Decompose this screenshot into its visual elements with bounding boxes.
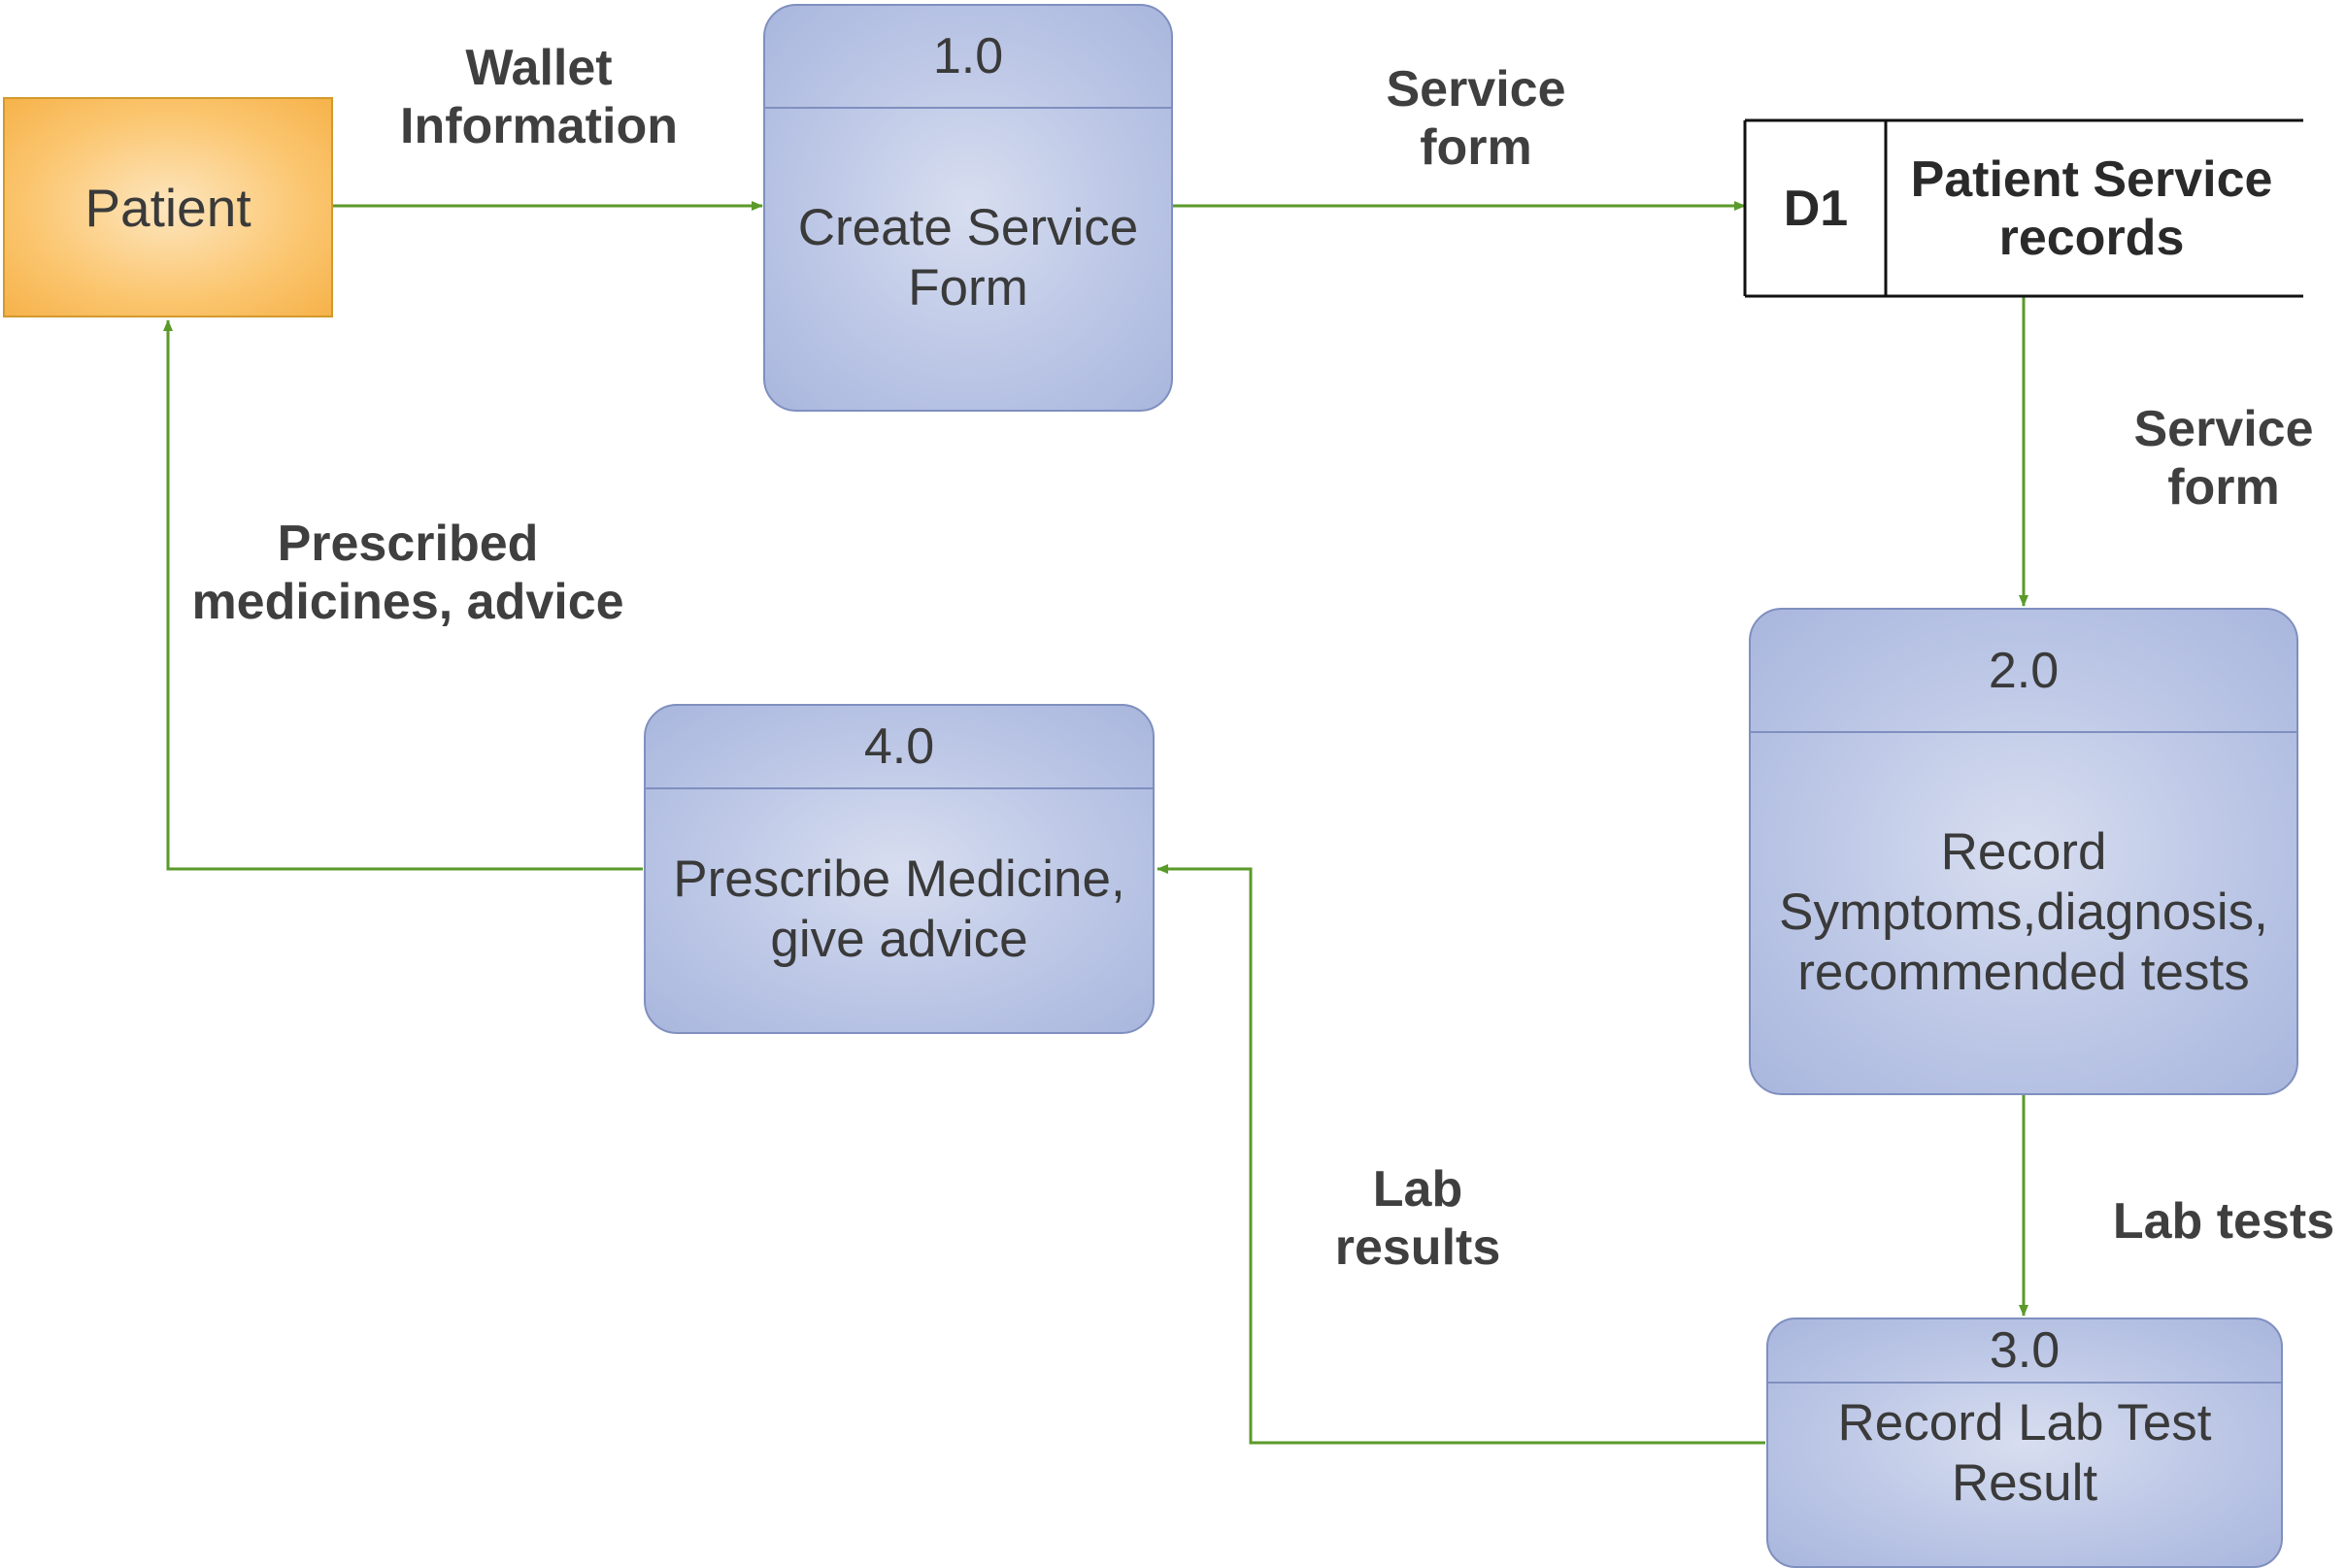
process-4: 4.0 Prescribe Medicine, give advice [644,704,1155,1034]
process-name: Prescribe Medicine, give advice [673,851,1125,968]
process-1: 1.0 Create Service Form [763,4,1173,412]
flow-arrow-prescribed-medicines [163,319,643,871]
process-id: 2.0 [1751,610,2296,733]
process-id: 4.0 [646,706,1153,789]
data-store-outline [1743,118,2303,298]
process-name: Create Service Form [797,199,1139,317]
flow-label-service-form-right: Service form [2133,401,2314,516]
flow-label-service-form-top: Service form [1386,61,1566,176]
process-3: 3.0 Record Lab Test Result [1766,1318,2283,1568]
process-name: Record Lab Test Result [1837,1394,2212,1512]
flow-label-lab-results: Lab results [1334,1161,1501,1276]
flow-label-lab-tests: Lab tests [2112,1193,2335,1250]
flow-label-wallet-information: Wallet Information [400,40,678,154]
process-2: 2.0 Record Symptoms,diagnosis, recommend… [1749,608,2298,1095]
data-store-id: D1 [1783,181,1849,237]
entity-label: Patient [84,177,251,238]
flow-arrow-lab-results [1156,864,1765,1445]
process-id: 3.0 [1768,1319,2281,1384]
process-name: Record Symptoms,diagnosis, recommended t… [1779,822,2268,1001]
flow-label-prescribed-medicines: Prescribed medicines, advice [191,516,624,630]
external-entity-patient: Patient [3,97,333,317]
data-store-name: Patient Service records [1910,151,2273,266]
process-id: 1.0 [765,6,1171,109]
